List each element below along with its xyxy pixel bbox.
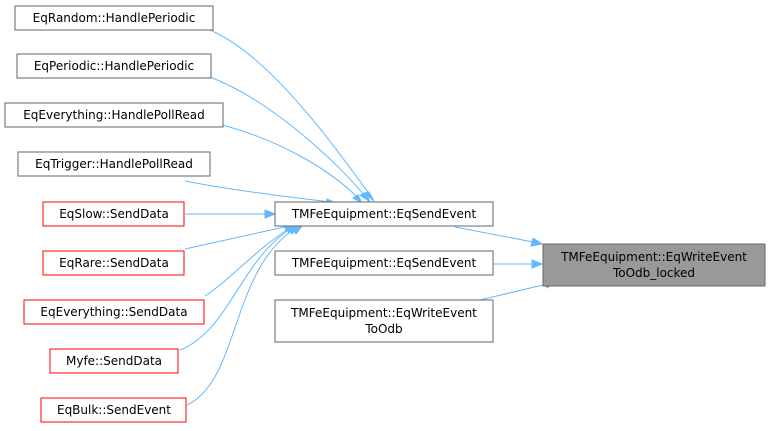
node-eqrandom[interactable]: EqRandom::HandlePeriodic xyxy=(14,5,214,31)
arrowhead xyxy=(531,259,544,269)
node-eqslow-senddata[interactable]: EqSlow::SendData xyxy=(42,201,185,227)
node-label-line-2: ToOdb xyxy=(364,322,402,336)
node-tmfeequipment-eqsendevent-2[interactable]: TMFeEquipment::EqSendEvent xyxy=(274,250,494,276)
node-myfe-senddata[interactable]: Myfe::SendData xyxy=(49,348,179,374)
edge-eqbulk xyxy=(186,227,297,406)
edges xyxy=(179,27,548,406)
node-label-line-1: TMFeEquipment::EqWriteEvent xyxy=(560,250,747,264)
arrowhead xyxy=(264,209,277,219)
node-label-line-1: TMFeEquipment::EqWriteEvent xyxy=(290,306,477,320)
node-label: EqRare::SendData xyxy=(59,256,169,270)
node-target-eqwriteeventtoodb-locked: TMFeEquipment::EqWriteEvent ToOdb_locked xyxy=(542,243,766,287)
node-tmfeequipment-eqwriteeventtoodb[interactable]: TMFeEquipment::EqWriteEvent ToOdb xyxy=(274,299,494,343)
edge-sendevent1-target xyxy=(454,226,534,243)
edge-eqeverything-send xyxy=(204,227,291,297)
node-label: EqEverything::HandlePollRead xyxy=(23,108,205,122)
arrowhead xyxy=(358,192,372,204)
node-eqeverything-senddata[interactable]: EqEverything::SendData xyxy=(23,299,205,325)
node-eqperiodic[interactable]: EqPeriodic::HandlePeriodic xyxy=(16,53,212,79)
node-eqrare-senddata[interactable]: EqRare::SendData xyxy=(42,250,185,276)
node-label: EqBulk::SendEvent xyxy=(57,403,171,417)
node-eqbulk-sendevent[interactable]: EqBulk::SendEvent xyxy=(40,397,187,423)
node-label: Myfe::SendData xyxy=(66,354,162,368)
edge-eqtrigger xyxy=(184,180,331,203)
edge-myfe xyxy=(179,227,293,351)
edge-eqrandom xyxy=(204,27,371,196)
node-label: EqRandom::HandlePeriodic xyxy=(33,11,196,25)
edge-writeevent-target xyxy=(479,283,548,301)
edge-eqeverything-poll xyxy=(221,124,358,198)
node-label-line-2: ToOdb_locked xyxy=(612,266,695,280)
node-label: EqSlow::SendData xyxy=(59,207,169,221)
edge-eqrare xyxy=(184,225,289,250)
node-label: EqPeriodic::HandlePeriodic xyxy=(34,59,194,73)
node-eqtrigger[interactable]: EqTrigger::HandlePollRead xyxy=(17,151,211,177)
arrowhead xyxy=(291,225,304,235)
node-tmfeequipment-eqsendevent-1[interactable]: TMFeEquipment::EqSendEvent xyxy=(274,201,494,227)
arrowhead xyxy=(352,194,364,205)
edge-eqperiodic xyxy=(209,76,366,197)
node-label: EqTrigger::HandlePollRead xyxy=(35,157,193,171)
arrowhead xyxy=(530,237,544,247)
node-label: TMFeEquipment::EqSendEvent xyxy=(291,256,477,270)
node-eqeverything-handlepollread[interactable]: EqEverything::HandlePollRead xyxy=(4,102,224,128)
node-label: TMFeEquipment::EqSendEvent xyxy=(291,207,477,221)
node-label: EqEverything::SendData xyxy=(40,305,187,319)
